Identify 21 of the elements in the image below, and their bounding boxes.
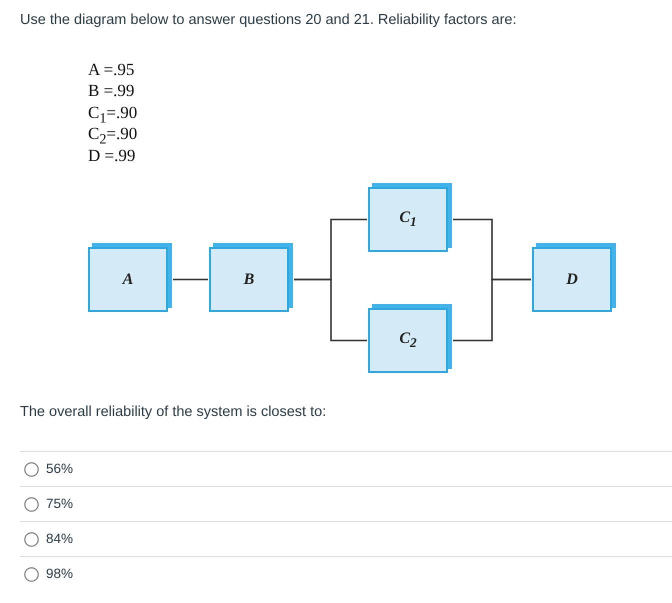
block-label: B xyxy=(244,270,254,288)
block-label: C$_{2}$ xyxy=(399,329,417,352)
block-label: C$_{1}$ xyxy=(399,208,417,231)
connector-line xyxy=(173,278,208,280)
block-box xyxy=(532,243,616,312)
block-label: A xyxy=(122,270,134,288)
answer-option: 56% xyxy=(46,460,74,478)
block-box xyxy=(368,304,452,373)
connector-line xyxy=(453,278,531,342)
answer-option: 84% xyxy=(46,530,74,548)
reliability-value: B =.99 xyxy=(88,80,134,101)
answer-option: 98% xyxy=(46,565,74,583)
connector-line xyxy=(294,278,367,342)
block-label: D xyxy=(566,270,578,288)
block-box xyxy=(88,243,172,312)
reliability-value: A =.95 xyxy=(88,59,134,80)
block-box xyxy=(209,243,293,312)
question-text: The overall reliability of the system is closest to: xyxy=(20,403,326,421)
instruction-text: Use the diagram below to answer questions 20 and 21. Reliability factors are: xyxy=(20,11,516,29)
answer-option: 75% xyxy=(46,495,74,513)
block-box xyxy=(368,183,452,252)
